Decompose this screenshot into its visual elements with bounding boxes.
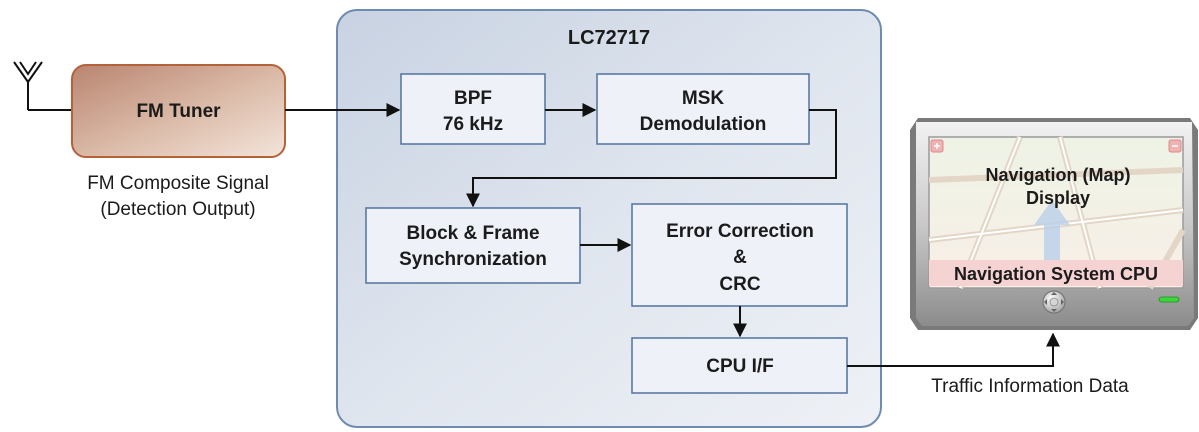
msk-label-line2: Demodulation — [640, 114, 767, 135]
sync-label-line2: Synchronization — [399, 249, 547, 270]
zoom-in-icon — [930, 139, 944, 153]
error-correction-block: Error Correction & CRC — [631, 203, 848, 307]
dpad-knob-icon — [1042, 290, 1066, 314]
power-led-icon — [1158, 296, 1180, 303]
nav-display-line1: Navigation (Map) — [985, 165, 1130, 185]
sync-label-line1: Block & Frame — [406, 223, 539, 244]
ecc-label-line3: CRC — [719, 274, 760, 295]
chip-title: LC72717 — [568, 27, 650, 49]
cpu-if-label: CPU I/F — [706, 356, 774, 377]
tuner-caption-line1: FM Composite Signal — [87, 173, 269, 194]
bpf-block: BPF 76 kHz — [400, 73, 546, 145]
arrow-cpuif-to-navigation — [847, 332, 1060, 367]
nav-cpu-label: Navigation System CPU — [954, 264, 1158, 284]
traffic-data-label: Traffic Information Data — [931, 376, 1129, 397]
route-arrow-icon — [1034, 200, 1070, 260]
tuner-caption-line2: (Detection Output) — [100, 199, 255, 220]
bpf-label-line2: 76 kHz — [443, 114, 503, 135]
nav-cpu-bar — [929, 260, 1183, 286]
nav-display-line2: Display — [1026, 188, 1090, 208]
fm-tuner-label: FM Tuner — [136, 101, 221, 122]
antenna-icon — [13, 61, 72, 111]
sync-block: Block & Frame Synchronization — [365, 207, 581, 284]
navigation-device: Navigation (Map) Display Navigation Syst… — [910, 118, 1198, 330]
ecc-label-line1: Error Correction — [666, 221, 814, 242]
arrow-msk-to-sync — [466, 109, 837, 208]
bpf-label-line1: BPF — [454, 88, 492, 109]
cpu-if-block: CPU I/F — [631, 337, 848, 394]
msk-block: MSK Demodulation — [596, 73, 810, 145]
msk-label-line1: MSK — [682, 88, 725, 109]
zoom-out-icon — [1168, 139, 1182, 153]
fm-tuner-block: FM Tuner — [71, 64, 286, 158]
ecc-label-line2: & — [733, 247, 747, 268]
